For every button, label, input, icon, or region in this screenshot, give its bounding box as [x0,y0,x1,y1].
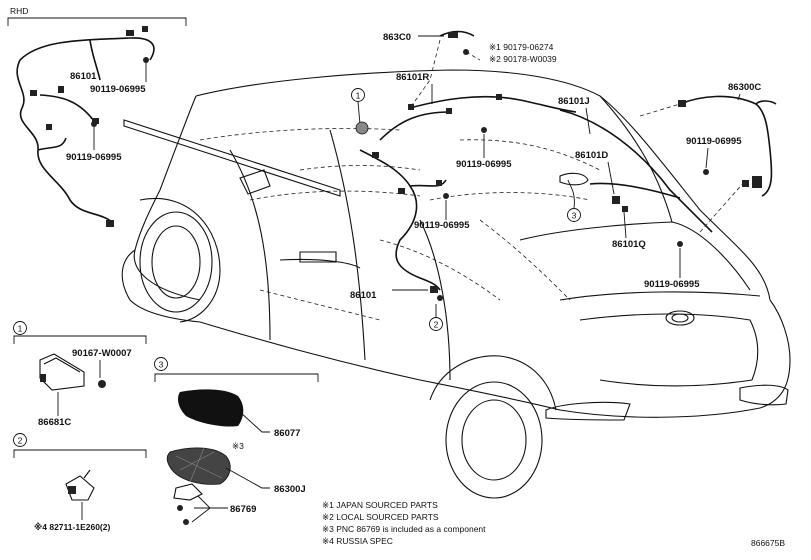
label-86101-top: 86101 [70,71,97,82]
label-86101Q: 86101Q [612,239,646,250]
label-90179: ※1 90179-06274 [489,42,554,52]
note-1: ※1 JAPAN SOURCED PARTS [322,500,438,510]
svg-text:3: 3 [572,211,577,221]
label-90119-c: 90119-06995 [686,136,742,147]
label-86300C: 86300C [728,82,761,93]
label-863C0: 863C0 [383,32,411,43]
label-86077: 86077 [274,428,300,439]
rhd-label: RHD [10,6,28,16]
label-86681C: 86681C [38,417,71,428]
harness-86300C [678,95,777,197]
label-86769: 86769 [230,504,256,515]
bolt-icons [437,127,709,301]
label-82711: ※4 82711-1E260(2) [34,522,110,532]
label-86300J: 86300J [274,484,306,495]
label-86101J: 86101J [558,96,590,107]
callout-2[interactable]: 2 [429,304,443,331]
vehicle-body [121,69,791,499]
connector-863C0 [439,30,475,55]
footnotes: ※1 JAPAN SOURCED PARTS ※2 LOCAL SOURCED … [322,500,486,546]
note-4: ※4 RUSSIA SPEC [322,536,393,546]
note-2: ※2 LOCAL SOURCED PARTS [322,512,439,522]
harness-86101-mid [359,149,447,293]
label-90119-a: 90119-06995 [90,84,146,95]
mark-3: ※3 [232,441,244,451]
label-86101-mid: 86101 [350,290,377,301]
label-90167: 90167-W0007 [72,348,132,359]
label-90178: ※2 90178-W0039 [489,54,557,64]
harness-86101J [559,109,713,233]
detail-1: 1 90167-W0007 86681C [13,321,147,428]
svg-text:2: 2 [18,436,23,446]
label-90119-e: 90119-06995 [414,220,470,231]
label-90119-b: 90119-06995 [66,152,122,163]
harness-86101-left [16,26,155,227]
svg-text:1: 1 [18,324,23,334]
harness-86101R [379,94,577,141]
detail-2: 2 ※4 82711-1E260(2) [13,433,147,532]
callout-1[interactable]: 1 [351,88,369,135]
note-3: ※3 PNC 86769 is included as a component [322,524,486,534]
label-86101D: 86101D [575,150,608,161]
label-86101R: 86101R [396,72,429,83]
svg-text:1: 1 [356,91,361,101]
detail-3: 3 86077 ※3 86300J 86769 [154,357,319,525]
callout-3[interactable]: 3 [559,172,589,222]
svg-text:2: 2 [434,320,439,330]
svg-text:3: 3 [159,360,164,370]
label-90119-d: 90119-06995 [456,159,512,170]
label-90119-f: 90119-06995 [644,279,700,290]
rhd-bracket: RHD [7,6,187,26]
drawing-id: 866675B [751,538,785,548]
